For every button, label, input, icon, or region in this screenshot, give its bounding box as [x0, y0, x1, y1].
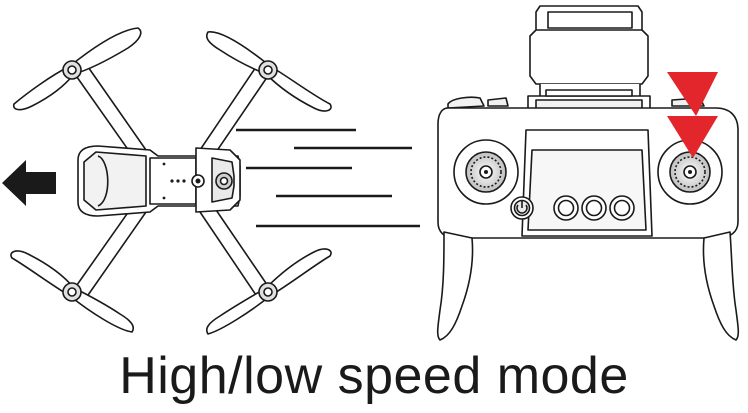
diagram-caption: High/low speed mode	[119, 347, 629, 405]
left-arrow-icon	[2, 160, 56, 206]
function-buttons	[553, 195, 635, 221]
down-arrow-icon	[667, 72, 718, 158]
shoulder-buttons	[447, 96, 705, 109]
left-joystick	[453, 139, 519, 205]
drone-body	[77, 145, 241, 217]
controller-grips	[436, 231, 740, 341]
propeller-top-right	[205, 31, 332, 112]
speed-lines	[236, 128, 420, 228]
propeller-top-left	[12, 27, 142, 111]
propeller-bottom-right	[205, 248, 332, 335]
remote-controller	[436, 5, 740, 341]
propeller-bottom-left	[10, 250, 135, 333]
drone	[10, 27, 332, 335]
power-icon	[510, 196, 534, 220]
